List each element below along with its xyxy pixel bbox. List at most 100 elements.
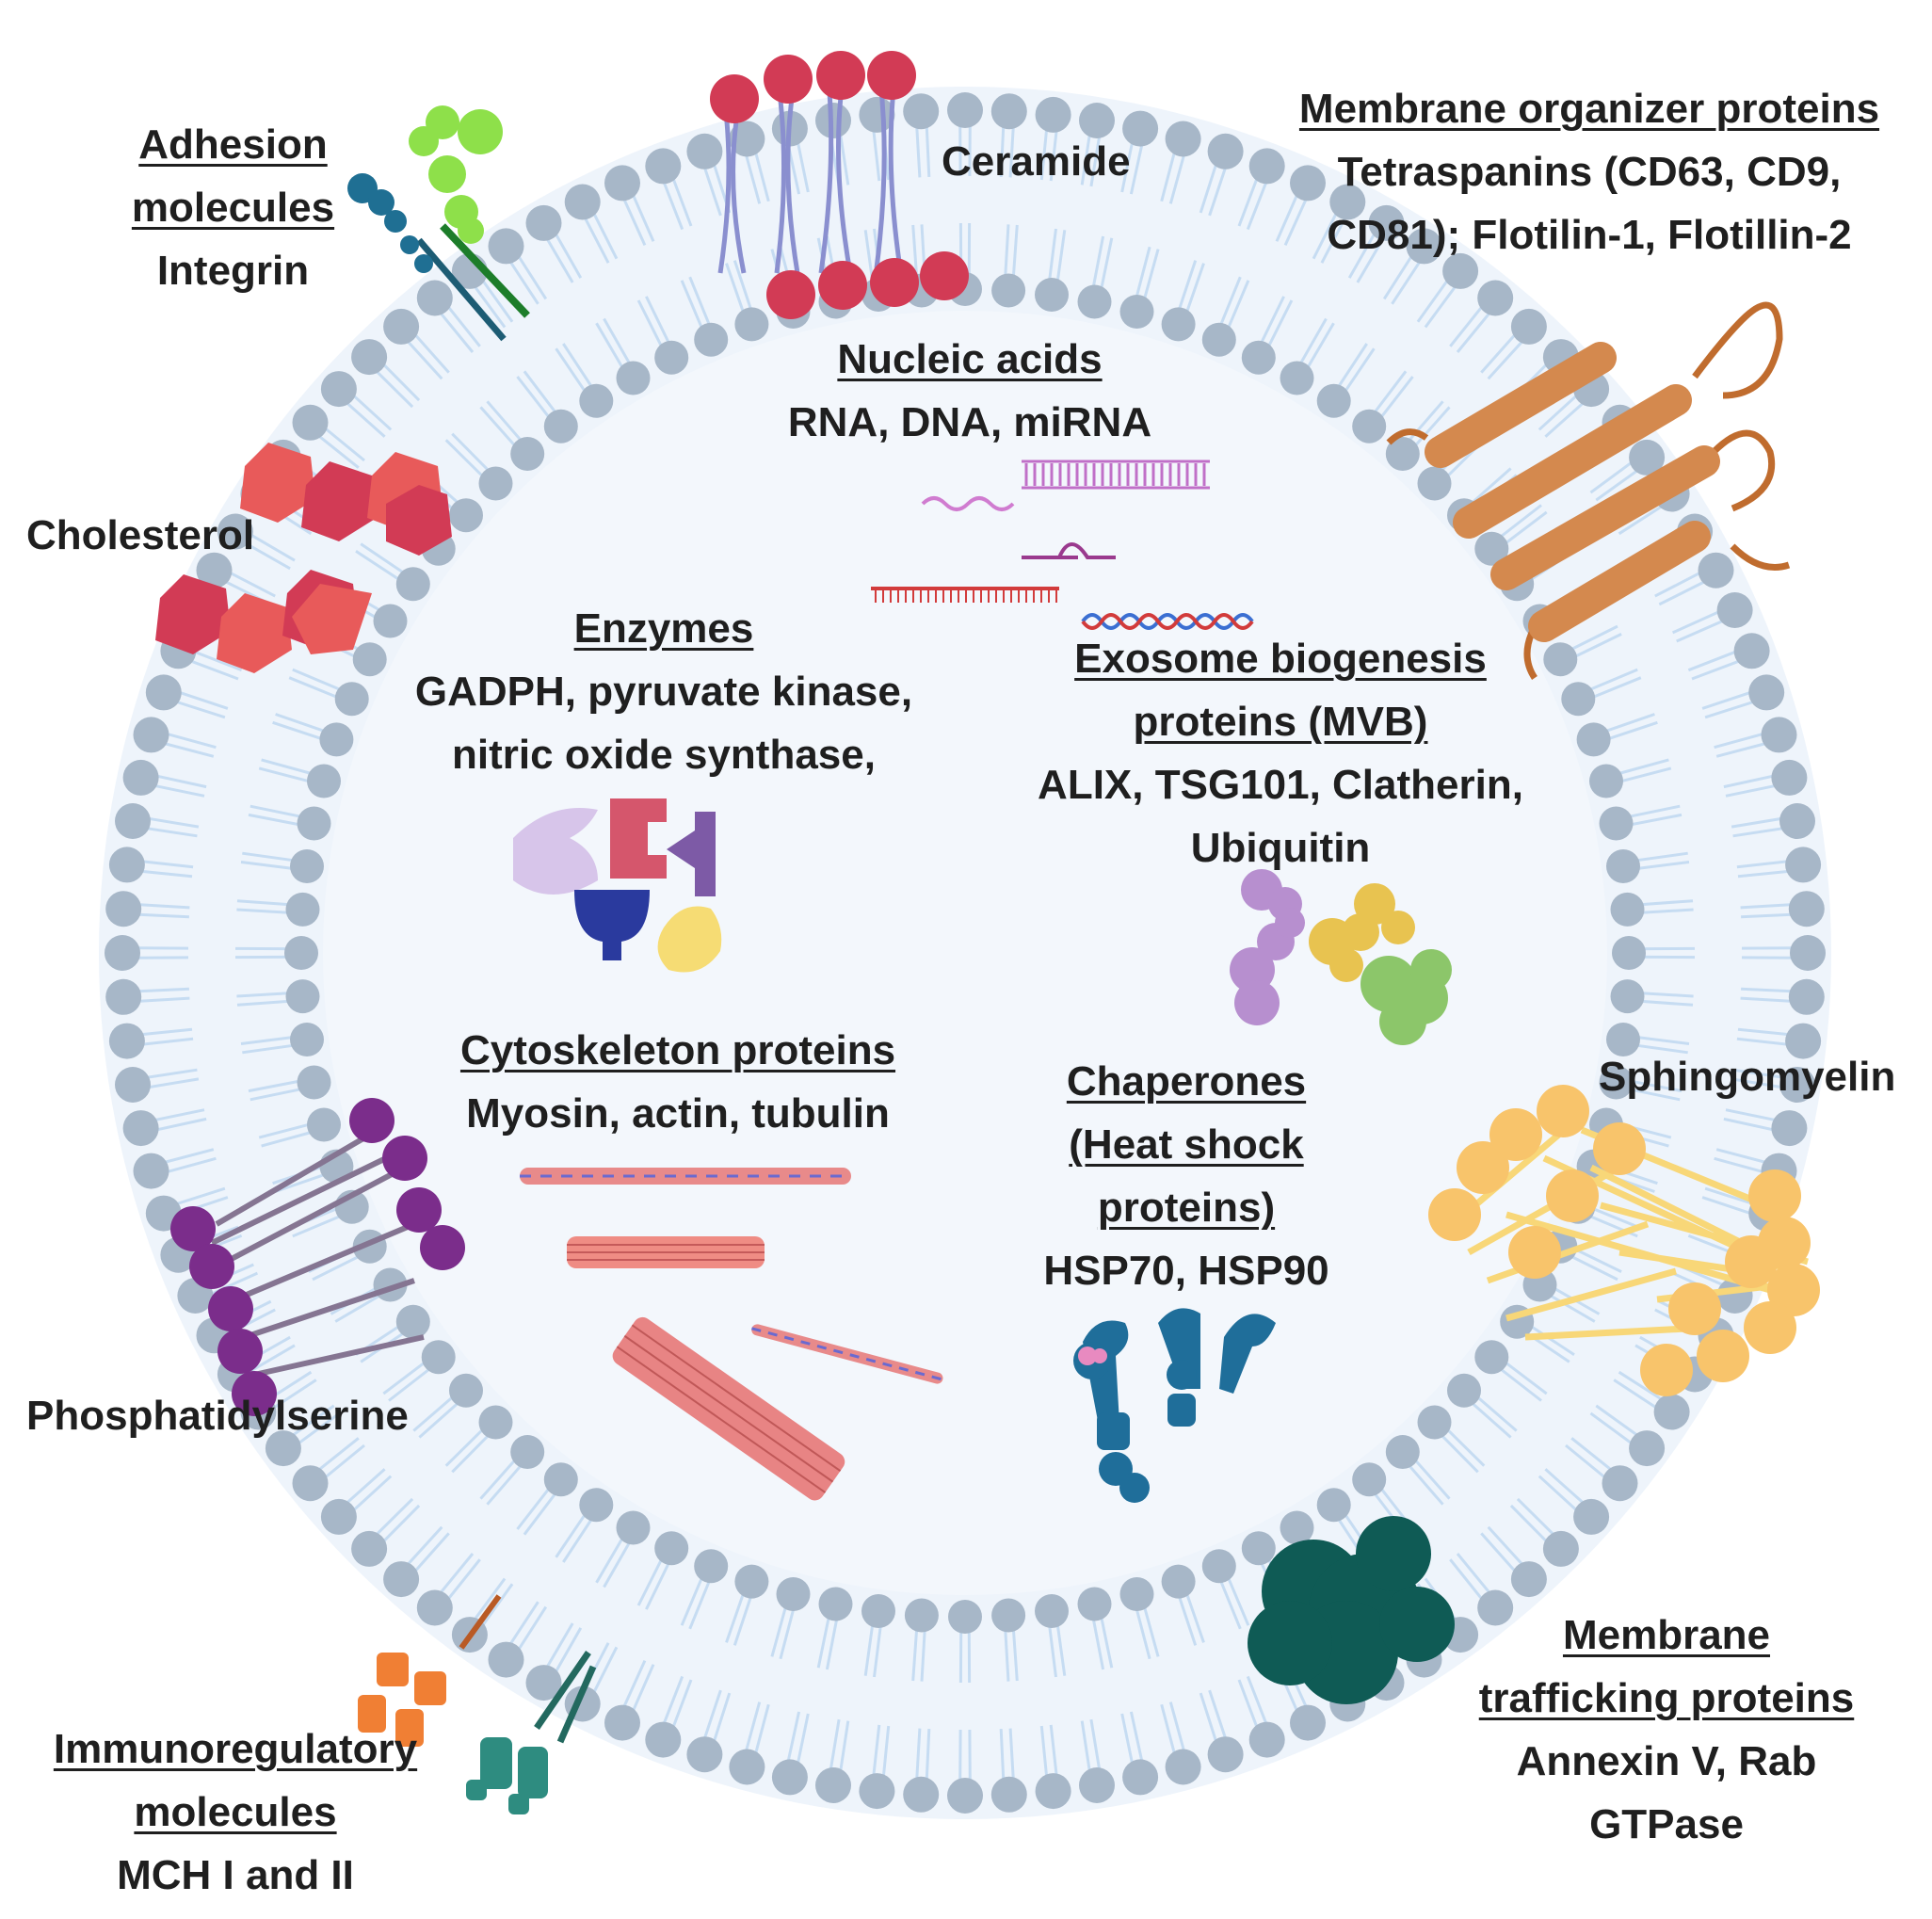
lipid-head: [1510, 308, 1547, 345]
lipid-head: [1653, 1394, 1690, 1430]
lipid-head: [1241, 340, 1276, 375]
enzyme-icon: [513, 798, 722, 973]
lipid-head: [1576, 722, 1611, 757]
lipid-head: [1477, 280, 1514, 316]
lipid-head: [1406, 228, 1442, 265]
lipid-head: [990, 1776, 1027, 1813]
enzymes-body-1: GADPH, pyruvate kinase,: [414, 669, 913, 715]
lipid-head: [1290, 1704, 1326, 1741]
lipid-head: [1035, 96, 1071, 133]
lipid-head: [1077, 284, 1112, 319]
lipid-head: [1165, 121, 1201, 157]
nucleic-acids-heading: Nucleic acids: [837, 336, 1103, 382]
lipid-head: [1771, 1110, 1808, 1147]
lipid-head: [1368, 204, 1405, 241]
lipid-head: [694, 1549, 729, 1584]
lipid-head: [478, 466, 513, 501]
lipid-head: [771, 1759, 808, 1796]
cytoskeleton-heading: Cytoskeleton proteins: [459, 1027, 896, 1073]
lipid-head: [616, 1510, 651, 1545]
lipid-head: [510, 1435, 545, 1469]
lipid-head: [1035, 1773, 1071, 1810]
lipid-head: [903, 1776, 940, 1813]
exosome-biogenesis-body-1: ALIX, TSG101, Clatherin,: [1038, 762, 1523, 808]
lipid-head: [395, 1304, 430, 1339]
lipid-head: [416, 1589, 453, 1626]
membrane-trafficking-heading-2: trafficking proteins: [1478, 1675, 1855, 1721]
lipid-head: [105, 891, 142, 927]
lipid-head: [351, 339, 388, 376]
lipid-head: [1788, 978, 1825, 1015]
lipid-head: [1698, 552, 1734, 589]
lipid-head: [947, 1778, 983, 1814]
lipid-head: [990, 93, 1027, 130]
lipid-head: [290, 849, 324, 883]
exosome-biogenesis-body-2: Ubiquitin: [1190, 825, 1371, 871]
lipid-head: [290, 1023, 324, 1056]
lipid-head: [1610, 979, 1645, 1014]
lipid-head: [105, 978, 142, 1015]
lipid-head: [645, 1721, 682, 1758]
cholesterol-label: Cholesterol: [26, 512, 255, 558]
lipid-head: [604, 165, 640, 202]
lipid-head: [904, 1598, 939, 1633]
lipid-head: [122, 759, 159, 796]
membrane-trafficking-body-1: Annexin V, Rab: [1516, 1738, 1817, 1784]
lipid-head: [115, 803, 151, 839]
lipid-head: [1733, 633, 1770, 669]
lipid-head: [285, 892, 320, 927]
lipid-head: [1606, 849, 1640, 883]
lipid-head: [1119, 1577, 1154, 1611]
exosome-biogenesis-heading-1: Exosome biogenesis: [1074, 636, 1487, 682]
lipid-head: [395, 567, 430, 602]
mhc-icon: [358, 1594, 597, 1814]
lipid-head: [488, 1641, 524, 1678]
lipid-head: [351, 1530, 388, 1567]
lipid-head: [1599, 806, 1634, 841]
lipid-head: [1442, 252, 1479, 289]
lipid-head: [1610, 892, 1645, 927]
lipid-head: [1077, 1587, 1112, 1621]
membrane-organizer-heading: Membrane organizer proteins: [1298, 86, 1880, 132]
lipid-head: [334, 682, 369, 717]
lipid-head: [307, 764, 341, 798]
lipid-head: [449, 498, 483, 533]
lipid-head: [1079, 1767, 1115, 1803]
lipid-head: [1207, 133, 1244, 169]
lipid-head: [133, 1153, 169, 1189]
nucleic-acids-body: RNA, DNA, miRNA: [787, 399, 1152, 445]
lipid-head: [1716, 592, 1753, 628]
lipid-head: [1589, 764, 1623, 798]
lipid-head: [133, 717, 169, 753]
lipid-head: [1329, 184, 1366, 220]
lipid-head: [815, 103, 851, 138]
adhesion-body: Integrin: [156, 248, 310, 294]
exosome-biogenesis-heading-2: proteins (MVB): [1133, 699, 1428, 745]
lipid-head: [686, 1736, 723, 1773]
chaperone-icon: [1073, 1308, 1276, 1503]
lipid-head: [1316, 383, 1351, 418]
lipid-head: [729, 121, 765, 157]
nucleic-acid-icon: [871, 460, 1254, 630]
lipid-head: [579, 1488, 614, 1523]
lipid-head: [947, 92, 983, 128]
lipid-head: [1542, 1530, 1579, 1567]
lipid-head: [616, 361, 651, 395]
lipid-head: [1385, 1435, 1420, 1469]
cytoskeleton-label: Cytoskeleton proteins Myosin, actin, tub…: [395, 1019, 960, 1145]
lipid-head: [373, 604, 408, 638]
nucleic-acids-label: Nucleic acids RNA, DNA, miRNA: [734, 328, 1205, 454]
lipid-head: [145, 674, 182, 711]
lipid-head: [1417, 1405, 1452, 1440]
ceramide-icon: [710, 51, 969, 319]
membrane-trafficking-heading-1: Membrane: [1562, 1612, 1771, 1658]
lipid-head: [654, 1531, 689, 1566]
lipid-head: [654, 340, 689, 375]
lipid-head: [1599, 1065, 1634, 1100]
membrane-organizer-label: Membrane organizer proteins Tetraspanins…: [1260, 77, 1919, 266]
lipid-head: [1629, 439, 1666, 476]
enzymes-body-2: nitric oxide synthase,: [452, 732, 876, 778]
lipid-head: [1035, 1594, 1069, 1628]
chaperones-body: HSP70, HSP90: [1043, 1248, 1329, 1294]
biogenesis-protein-icon: [1230, 869, 1452, 1045]
